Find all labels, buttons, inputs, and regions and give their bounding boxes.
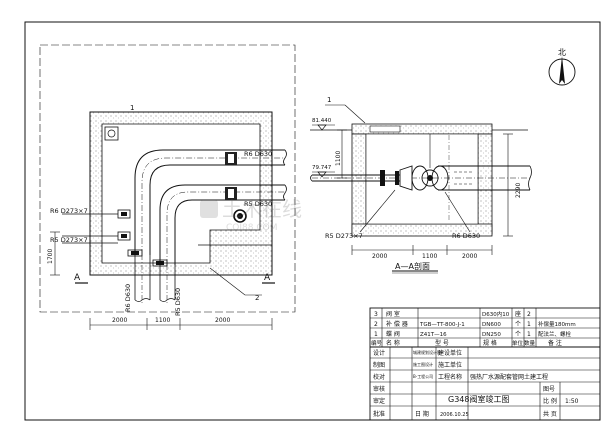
header-no: 编号: [371, 339, 383, 347]
row2-spec: DN600: [482, 322, 501, 328]
info-role-1: 设计: [373, 349, 385, 357]
plan-callout-2: 2: [255, 294, 259, 302]
section-pipe-left: R5 D273×7: [325, 232, 363, 240]
info-role-4: 审核: [373, 385, 385, 393]
section-dim-height-left: 1100: [335, 151, 342, 166]
row1-unit: 座: [515, 310, 521, 318]
row2-qty: 1: [527, 321, 531, 328]
row1-qty: 2: [527, 311, 531, 318]
watermark-text: 土木在线: [222, 197, 302, 221]
project-label: 工程名称: [438, 373, 462, 381]
plan-dim-right: 2000: [215, 317, 230, 324]
info-role-5: 审定: [373, 397, 385, 405]
row2-name: 补 偿 器: [386, 320, 408, 328]
section-dim-1: 2000: [372, 253, 387, 260]
header-spec: 规 格: [483, 339, 497, 347]
row2-no: 2: [374, 321, 378, 328]
date-label: 日 期: [415, 410, 429, 418]
row3-unit: 个: [515, 331, 521, 338]
plan-label-r6-top: R6 D630: [244, 150, 272, 158]
plan-dim-left: 2000: [112, 317, 127, 324]
section-callout-1: 1: [327, 96, 331, 104]
section-pipe-right: R6 D630: [452, 232, 480, 240]
plan-dim-vertical: 1700: [47, 249, 54, 264]
info-unit-2: 施工图设计: [413, 361, 433, 367]
info-block: 设计 制图 校对 审核 审定 批准 城建规划设计院 施工图设计 B-工程公司 建…: [373, 349, 579, 418]
north-label: 北: [558, 48, 566, 57]
project-value: 强热厂水源配套管网土建工程: [470, 373, 548, 381]
info-unit-1: 城建规划设计院: [413, 349, 441, 355]
section-title: A—A剖面: [395, 261, 430, 271]
row3-note: 配法兰、螺栓: [538, 330, 572, 338]
row1-spec: D630内10: [482, 310, 510, 318]
plan-label-r5-bottom: R5 D630: [174, 288, 182, 316]
row3-model: Z41T—16: [420, 332, 447, 338]
section-view: [310, 104, 532, 274]
date-value: 2006.10.25: [440, 412, 469, 418]
plan-label-r6-left: R6 D273×7: [50, 207, 88, 215]
header-model: 型 号: [435, 339, 449, 347]
row3-qty: 1: [527, 331, 531, 338]
section-dim-height-right: 2290: [515, 183, 522, 198]
no-label: 图号: [543, 386, 555, 393]
drawing-title: G348阀室竣工图: [448, 394, 509, 404]
header-name: 名 称: [386, 339, 400, 347]
info-role-2: 制图: [373, 361, 385, 369]
row1-name: 阀 室: [386, 310, 400, 318]
plan-label-r6-bottom: R6 D630: [124, 284, 132, 312]
row3-spec: DN250: [482, 332, 501, 338]
plan-section-mark-left: A: [74, 273, 81, 283]
info-unit-3: B-工程公司: [413, 373, 433, 379]
row2-model: TGB—TT-800-J-1: [419, 322, 465, 328]
watermark: 土木在线 COI88.COM: [200, 197, 302, 233]
scale-value: 1:50: [565, 398, 579, 405]
title-block: [369, 307, 601, 421]
plan-label-r5-top: R5 D630: [244, 200, 272, 208]
info-role-6: 批准: [373, 410, 385, 418]
sheet-label: 共 页: [543, 410, 557, 418]
plan-label-r5-left: R5 D273×7: [50, 236, 88, 244]
header-unit: 单位: [512, 339, 524, 347]
parts-table: 3 阀 室 D630内10 座 2 2 补 偿 器 TGB—TT-800-J-1…: [371, 310, 576, 347]
construction-label: 建设单位: [438, 349, 462, 357]
sheet-border: [24, 21, 601, 421]
row2-unit: 个: [515, 321, 521, 328]
plan-callout-1: 1: [130, 104, 134, 112]
section-dim-2: 1100: [422, 253, 437, 260]
north-arrow: [548, 56, 576, 86]
row2-note: 补偿量180mm: [538, 320, 576, 328]
row3-name: 蝶 阀: [386, 330, 400, 338]
row1-no: 3: [374, 311, 378, 318]
plan-view: [39, 44, 296, 330]
section-elev-top: 81.440: [312, 118, 332, 124]
info-role-3: 校对: [373, 373, 385, 381]
watermark-sub: COI88.COM: [226, 223, 277, 233]
scale-label: 比 例: [543, 397, 557, 405]
section-dim-3: 2000: [462, 253, 477, 260]
row3-no: 1: [374, 331, 378, 338]
plan-dim-mid: 1100: [155, 317, 170, 324]
plan-section-mark-right: A: [264, 273, 271, 283]
contractor-label: 施工单位: [438, 361, 462, 369]
header-note: 备 注: [548, 339, 562, 347]
section-elev-mid: 79.747: [312, 165, 332, 171]
header-qty: 数量: [524, 339, 536, 347]
